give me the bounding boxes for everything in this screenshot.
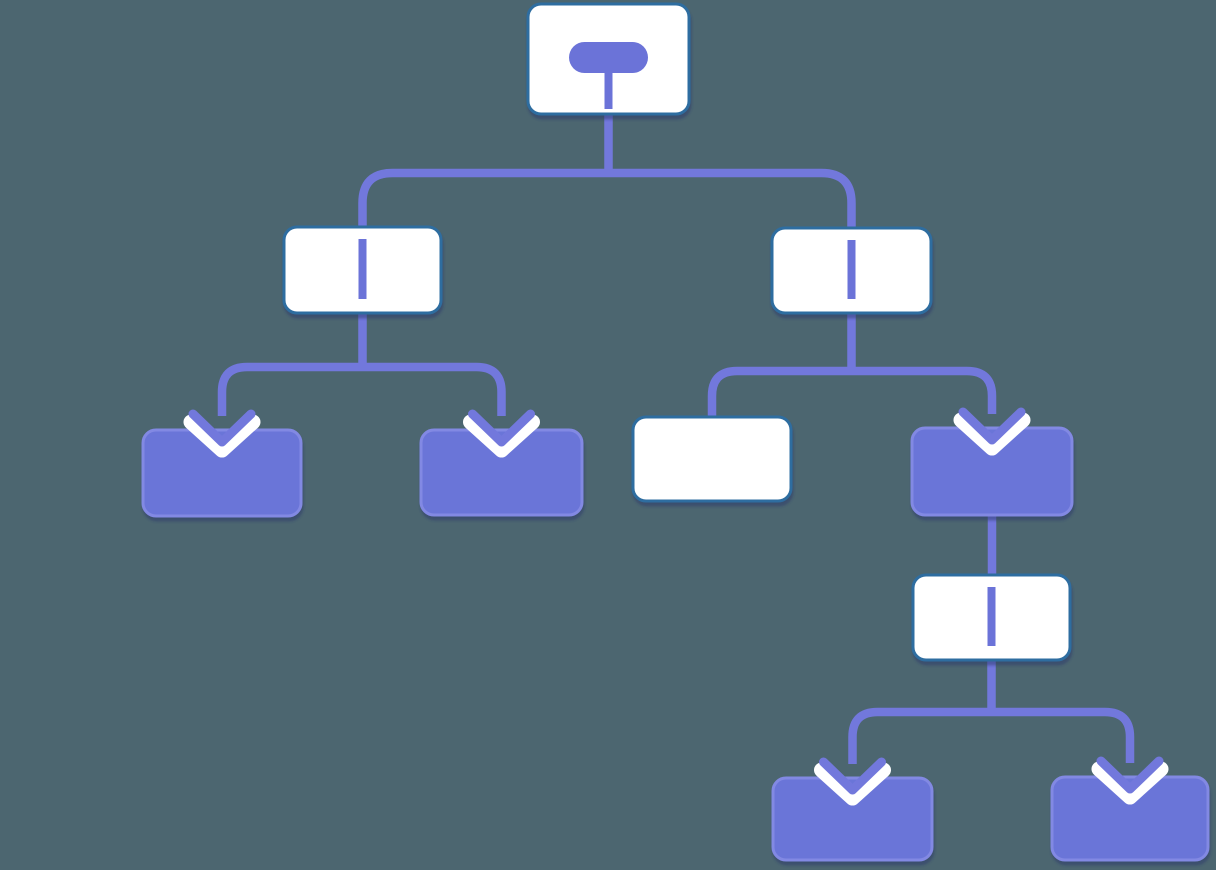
node-layer <box>141 2 1210 862</box>
node-divider-bar <box>358 239 367 299</box>
chevron-arrowhead-purple <box>468 409 535 447</box>
chevron-outline-white <box>463 414 540 458</box>
chevron-outline-white <box>183 414 261 458</box>
tree-node-leaf-3[interactable] <box>771 776 934 862</box>
chevron-arrowhead-purple <box>1096 756 1164 794</box>
connector-bracket-bottom <box>848 707 1135 764</box>
root-pill-stem <box>604 71 613 109</box>
chevron-outline-white <box>814 762 891 806</box>
double-chevron-down-icon[interactable] <box>953 407 1031 456</box>
double-chevron-down-icon[interactable] <box>1091 756 1169 805</box>
double-chevron-down-icon[interactable] <box>463 409 540 458</box>
tree-node-node-collapsed[interactable] <box>910 426 1074 517</box>
chevron-arrowhead-purple <box>819 757 886 795</box>
tree-node-leaf-2[interactable] <box>419 428 584 517</box>
chevron-outline-white <box>953 412 1031 456</box>
connector-bracket-left <box>217 362 506 416</box>
glyph-layer <box>358 42 996 646</box>
double-chevron-down-icon[interactable] <box>814 757 891 806</box>
chevron-arrowhead-purple <box>188 409 256 447</box>
double-chevron-down-icon[interactable] <box>183 409 261 458</box>
root-pill-icon <box>569 42 648 109</box>
connector-bracket-right <box>707 366 997 418</box>
chevron-outline-white <box>1091 761 1169 805</box>
tree-node-leaf-1[interactable] <box>141 428 303 518</box>
connector-layer <box>217 73 1135 764</box>
root-pill-shape <box>569 42 648 73</box>
node-divider-bar <box>847 240 856 299</box>
chevron-arrowhead-purple <box>958 407 1026 445</box>
tree-node-leaf-4[interactable] <box>1050 775 1210 862</box>
arrow-layer <box>183 407 1169 806</box>
node-divider-bar <box>987 587 996 646</box>
tree-node-node-plain[interactable] <box>631 415 793 503</box>
connector-bracket-top <box>358 168 856 229</box>
